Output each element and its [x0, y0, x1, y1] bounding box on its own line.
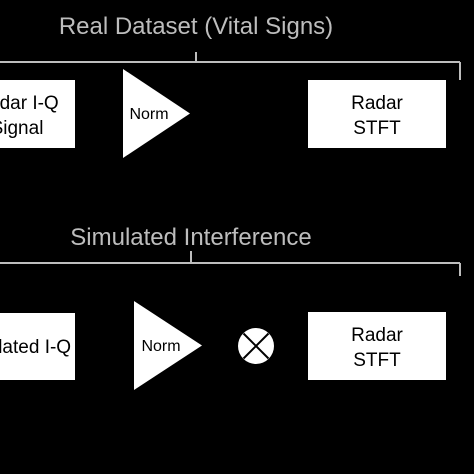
- simulated-iq-label: Simulated I-Q: [0, 337, 71, 358]
- real-iq-signal-label-line1: Radar I-Q: [0, 93, 59, 114]
- simulated-norm-block: Norm: [134, 301, 202, 390]
- simulated-norm-triangle: [134, 301, 202, 390]
- simulated-stft-box: [308, 312, 446, 380]
- simulated-iq-block: Simulated I-Q: [0, 313, 75, 380]
- simulated-interference-section: Simulated Interference Simulated I-Q Nor…: [0, 224, 461, 390]
- real-stft-block: Radar STFT: [308, 80, 446, 148]
- real-iq-signal-block: Radar I-Q Signal: [0, 80, 75, 148]
- real-stft-label-line1: Radar: [351, 93, 403, 114]
- real-stft-label-line2: STFT: [353, 118, 401, 139]
- real-norm-label: Norm: [129, 106, 168, 123]
- simulated-stft-label-line1: Radar: [351, 325, 403, 346]
- simulated-interference-title: Simulated Interference: [70, 224, 311, 251]
- simulated-stft-block: Radar STFT: [308, 312, 446, 380]
- simulated-stft-label-line2: STFT: [353, 350, 401, 371]
- real-dataset-section: Real Dataset (Vital Signs) Radar I-Q Sig…: [0, 13, 461, 158]
- real-dataset-bracket: [0, 52, 461, 80]
- real-stft-box: [308, 80, 446, 148]
- real-iq-signal-label-line2: Signal: [0, 118, 43, 139]
- simulated-interference-bracket: [0, 251, 461, 276]
- real-iq-signal-box: [0, 80, 75, 148]
- real-norm-triangle: [123, 69, 190, 158]
- simulated-norm-label: Norm: [141, 338, 180, 355]
- simulated-iq-box: [0, 313, 75, 380]
- real-norm-block: Norm: [123, 69, 190, 158]
- real-dataset-title: Real Dataset (Vital Signs): [59, 13, 333, 40]
- multiply-circle-icon: [238, 328, 274, 364]
